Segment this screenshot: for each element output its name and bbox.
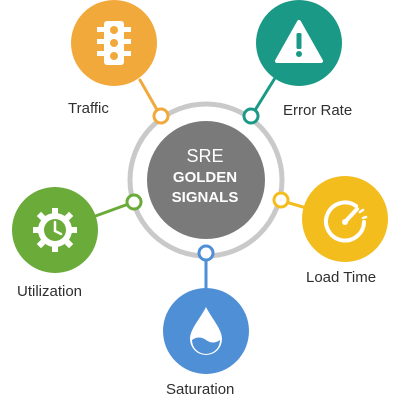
node-load-time — [272, 191, 290, 209]
connector-error-rate — [250, 76, 277, 117]
center-circle — [147, 121, 265, 239]
label-utilization: Utilization — [17, 283, 83, 300]
label-traffic: Traffic — [68, 100, 109, 117]
gear-clock-icon — [33, 208, 77, 252]
signal-saturation — [163, 288, 249, 374]
signal-load-time — [302, 176, 388, 262]
traffic-light-icon — [97, 21, 131, 65]
signal-error-rate — [256, 0, 342, 86]
center-title-line2: GOLDEN — [172, 169, 238, 186]
speedometer-icon — [324, 200, 368, 243]
ring-nodes — [125, 107, 290, 262]
center-title-line1: SRE — [186, 146, 224, 166]
label-saturation: Saturation — [166, 381, 235, 398]
signal-traffic — [71, 0, 157, 86]
node-saturation — [197, 244, 215, 262]
label-load-time: Load Time — [306, 269, 377, 286]
signal-utilization — [12, 187, 98, 273]
node-traffic — [152, 107, 170, 125]
label-error-rate: Error Rate — [283, 102, 353, 119]
warning-icon — [275, 20, 323, 63]
node-utilization — [125, 193, 143, 211]
center-title-line3: SIGNALS — [171, 189, 239, 206]
water-drop-icon — [190, 307, 222, 355]
node-error-rate — [242, 107, 260, 125]
